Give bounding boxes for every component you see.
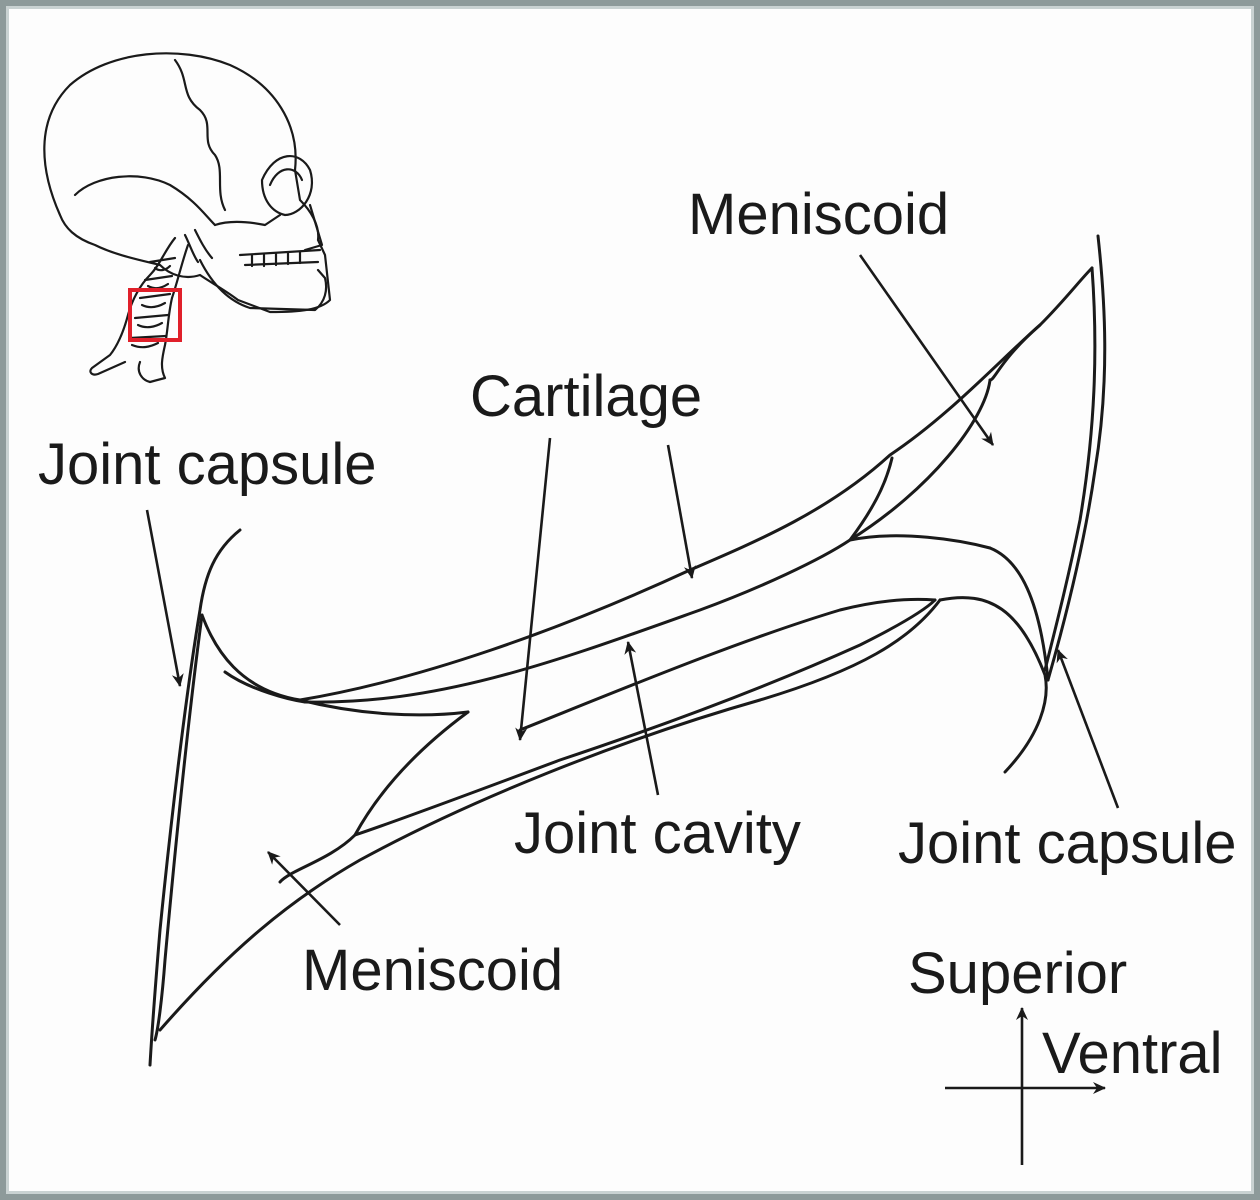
- skull-icon: [43, 52, 332, 384]
- arrow-meniscoid-bottom: [267, 851, 341, 926]
- arrow-joint-capsule-left: [145, 509, 184, 687]
- arrow-joint-cavity: [624, 641, 660, 796]
- label-joint-capsule-left: Joint capsule: [38, 432, 377, 497]
- label-joint-capsule-right: Joint capsule: [898, 811, 1237, 876]
- arrow-cartilage-lower: [515, 437, 552, 741]
- orientation-axes: [945, 1007, 1106, 1165]
- label-cartilage: Cartilage: [470, 364, 703, 429]
- cartilage-upper-shape: [298, 266, 1094, 702]
- label-ventral: Ventral: [1042, 1021, 1223, 1086]
- label-joint-cavity: Joint cavity: [514, 801, 801, 866]
- arrow-cartilage-upper: [666, 444, 696, 579]
- label-meniscoid-bottom: Meniscoid: [302, 938, 564, 1003]
- joint-capsule-left-shape: [148, 528, 242, 1067]
- label-superior: Superior: [908, 941, 1128, 1006]
- leader-arrows: [145, 254, 1120, 926]
- joint-capsule-right-shape: [1046, 234, 1107, 682]
- arrow-joint-capsule-right: [1056, 649, 1120, 809]
- region-highlight-box: [128, 288, 182, 342]
- joint-outline: [148, 234, 1107, 1067]
- cartilage-lower-shape: [278, 833, 357, 884]
- label-meniscoid-top: Meniscoid: [688, 182, 950, 247]
- arrow-meniscoid-top: [858, 254, 995, 446]
